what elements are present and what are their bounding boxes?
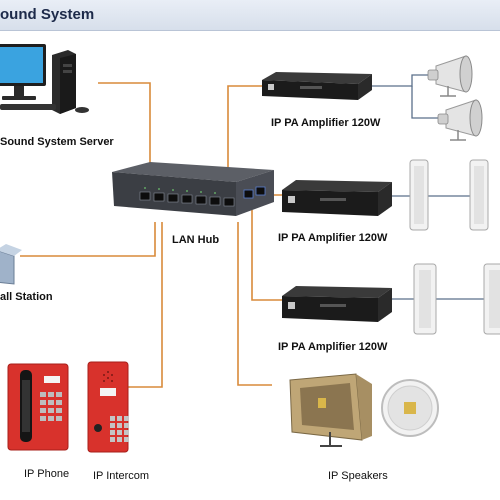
amplifier-2 [282, 180, 392, 216]
diagram-title: ound System [0, 6, 95, 23]
horn-ip-speaker [289, 373, 372, 447]
header-banner: ound System [0, 0, 500, 31]
hub-port [195, 195, 207, 205]
label-ip-speakers: IP Speakers [328, 470, 388, 482]
hub-port [181, 194, 193, 204]
wire-hub-to-amp1 [227, 85, 262, 168]
hub-top [112, 162, 274, 182]
hub-port [255, 186, 266, 196]
label-server: Sound System Server [0, 136, 114, 148]
column-speaker-3 [413, 263, 437, 335]
column-speaker-2 [469, 159, 489, 231]
wire-amp1-to-horn1 [360, 74, 430, 87]
hub-port [209, 196, 221, 206]
hub-port [153, 192, 165, 202]
label-amplifier-3: IP PA Amplifier 120W [278, 341, 388, 353]
wire-server-to-hub [98, 82, 151, 168]
wire-hub-to-callstation [20, 222, 156, 257]
hub-port [167, 193, 179, 203]
mouse [75, 107, 89, 113]
monitor-screen [0, 47, 43, 83]
hub-port [223, 197, 235, 207]
monitor-stand [14, 86, 24, 96]
label-ip-intercom: IP Intercom [93, 470, 150, 482]
label-call-station: all Station [0, 291, 53, 303]
label-ip-phone: IP Phone [24, 468, 70, 480]
hub-port [243, 189, 254, 199]
wire-hub-to-amp3 [251, 210, 282, 301]
wire-hub-to-intercom [128, 222, 163, 388]
wire-amp1-to-horn2 [411, 86, 438, 119]
label-lan-hub: LAN Hub [172, 234, 220, 246]
amplifier-1 [262, 72, 372, 100]
column-speaker-1 [409, 159, 429, 231]
label-amplifier-1: IP PA Amplifier 120W [271, 117, 381, 129]
horn-speaker-2 [437, 99, 483, 141]
label-amplifier-2: IP PA Amplifier 120W [278, 232, 388, 244]
ceiling-ip-speaker [381, 379, 439, 437]
monitor-base [2, 96, 36, 100]
amplifier-3 [282, 286, 392, 322]
keyboard [0, 104, 56, 110]
column-speaker-4 [483, 263, 500, 335]
wire-hub-to-speakers [237, 222, 272, 386]
hub-port [139, 191, 151, 201]
horn-speaker-1 [427, 55, 473, 97]
hub-side [236, 170, 274, 216]
